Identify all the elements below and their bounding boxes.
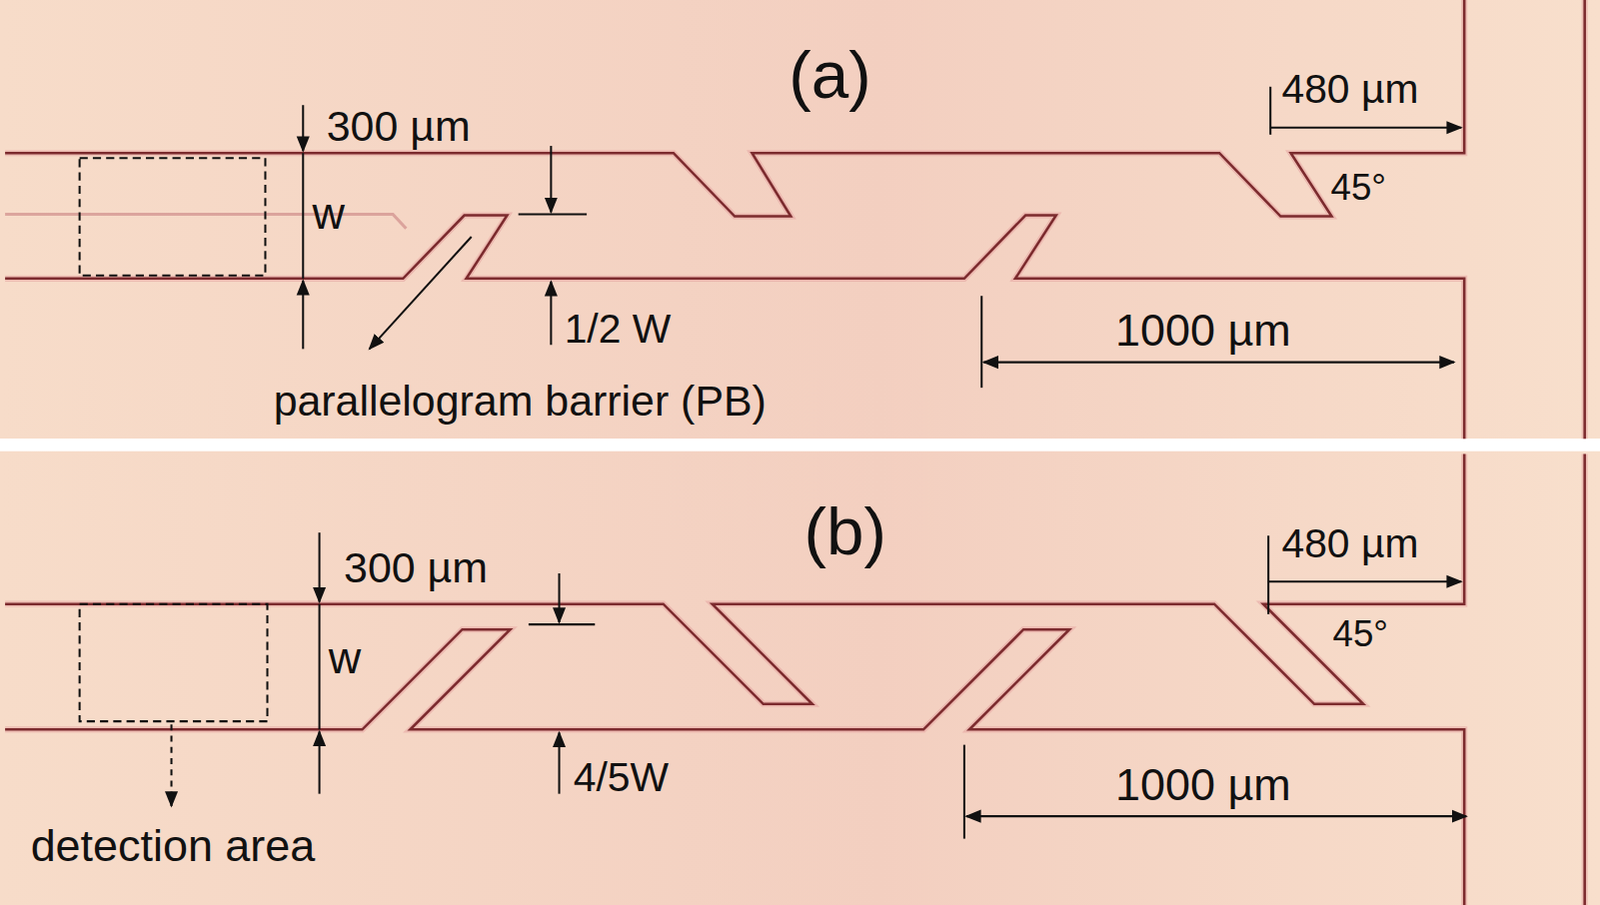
dimension-arrow — [301, 280, 304, 349]
dimension-label: 1/2 W — [564, 308, 672, 350]
panel-gap — [0, 438, 1600, 451]
dimension-label: 300 µm — [326, 104, 471, 148]
dimension-arrow — [558, 573, 561, 623]
channel-wall — [4, 0, 1586, 439]
channel-a — [4, 0, 1586, 439]
dimension-arrow — [1270, 126, 1462, 129]
callout-label: detection area — [30, 824, 316, 870]
detection-box — [79, 157, 266, 275]
dimension-arrow — [549, 145, 552, 212]
wall-halo — [4, 0, 1586, 439]
angle-label: 45° — [1332, 616, 1389, 654]
dimension-label: w — [328, 636, 361, 682]
dimension-arrow — [549, 281, 552, 345]
dimension-tick — [963, 745, 966, 840]
dimension-tick — [528, 623, 595, 626]
channel-b — [4, 454, 1586, 905]
panel-letter: (b) — [804, 497, 887, 565]
dimension-tick — [518, 212, 587, 215]
dimension-arrow — [318, 532, 321, 602]
dimension-lines-b — [79, 532, 1468, 839]
dimension-arrow — [318, 731, 321, 794]
dimension-arrow — [966, 815, 1467, 818]
dimension-arrow — [1268, 580, 1462, 583]
panel-b-ground — [0, 450, 1600, 905]
detection-box — [79, 604, 268, 722]
wall-halo — [4, 454, 1586, 905]
panel-a-ground — [0, 0, 1600, 439]
dimension-line — [301, 152, 304, 279]
dimension-label: 1000 µm — [1115, 308, 1292, 354]
callout-label: parallelogram barrier (PB) — [273, 379, 767, 423]
dimension-arrow — [983, 361, 1455, 364]
leader-arrow — [369, 236, 472, 349]
channel-wall — [4, 454, 1586, 905]
dimension-label: w — [311, 191, 344, 237]
dimension-tick — [1267, 535, 1270, 615]
leader-arrow — [170, 724, 173, 807]
dimension-label: 1000 µm — [1115, 763, 1292, 809]
dimension-label: 300 µm — [343, 546, 488, 590]
panel-letter: (a) — [788, 40, 871, 108]
dimension-lines-a — [79, 86, 1462, 388]
angle-label: 45° — [1330, 169, 1387, 207]
dimension-line — [318, 604, 321, 731]
dimension-arrow — [301, 104, 304, 151]
dimension-tick — [980, 295, 983, 388]
dimension-label: 4/5W — [573, 757, 669, 799]
dimension-arrow — [558, 732, 561, 794]
flow-streak — [4, 213, 406, 228]
dimension-label: 480 µm — [1281, 68, 1419, 110]
dimension-label: 480 µm — [1281, 523, 1419, 565]
